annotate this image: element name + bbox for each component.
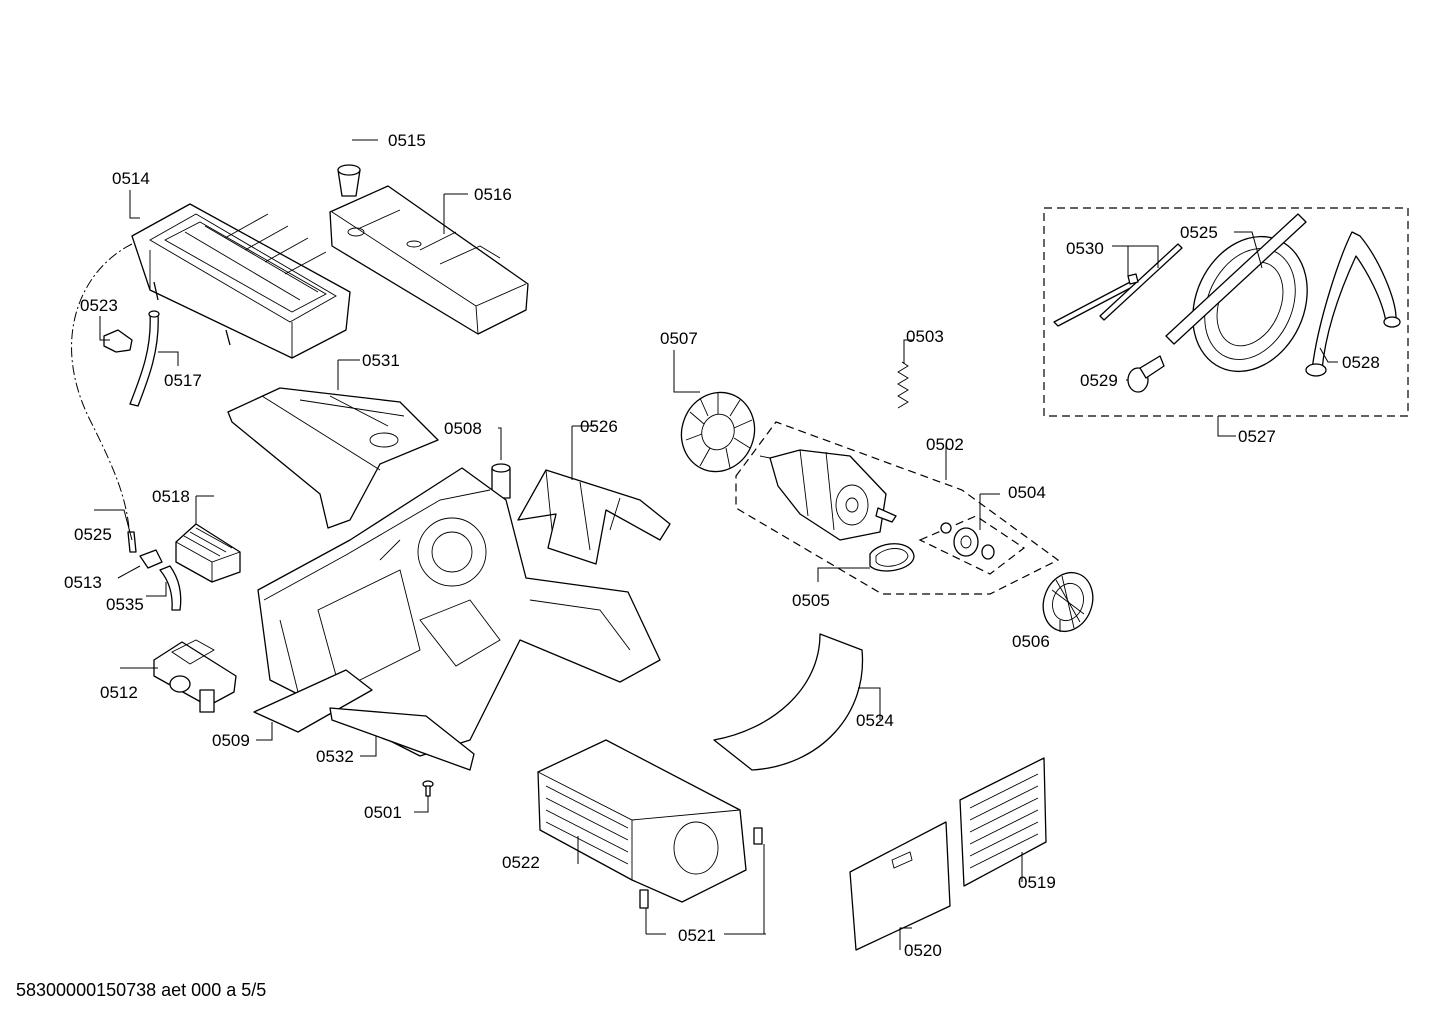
part-0518-box[interactable] — [175, 523, 241, 583]
part-labels: 0514 0515 0516 0523 0517 0531 0508 0526 … — [64, 131, 1380, 960]
label-0506: 0506 — [1012, 632, 1050, 651]
label-0521: 0521 — [678, 926, 716, 945]
part-0535-hose[interactable] — [159, 565, 182, 611]
part-0516-container[interactable] — [329, 185, 529, 335]
part-0531-duct[interactable] — [227, 387, 439, 529]
label-0529: 0529 — [1080, 371, 1118, 390]
part-0521-screws[interactable] — [639, 827, 763, 909]
label-0507: 0507 — [660, 329, 698, 348]
label-0518: 0518 — [152, 487, 190, 506]
part-0505-belt[interactable] — [869, 543, 915, 572]
label-0535: 0535 — [106, 595, 144, 614]
part-0525-kit-hose[interactable] — [1165, 213, 1329, 390]
part-0529-fitting[interactable] — [1127, 355, 1165, 393]
label-0504: 0504 — [1008, 483, 1046, 502]
document-id: 58300000150738 aet 000 a 5/5 — [16, 980, 267, 1000]
label-0531: 0531 — [362, 351, 400, 370]
part-0528-clamp[interactable] — [1305, 231, 1401, 377]
part-0504-pulley[interactable] — [940, 522, 995, 560]
part-0532-grille[interactable] — [329, 707, 475, 771]
label-0528: 0528 — [1342, 353, 1380, 372]
part-0523-clip[interactable] — [103, 329, 133, 353]
group-0504-outline — [918, 515, 1026, 575]
part-0512-pump[interactable] — [153, 639, 237, 713]
label-0515: 0515 — [388, 131, 426, 150]
label-0524: 0524 — [856, 711, 894, 730]
group-0502-outline — [735, 421, 1060, 595]
part-0522-heat-exchanger[interactable] — [537, 739, 747, 903]
label-0523: 0523 — [80, 296, 118, 315]
part-0524-seal[interactable] — [713, 633, 864, 771]
part-0520-cover[interactable] — [849, 821, 951, 951]
part-0508-capacitor[interactable] — [491, 463, 511, 499]
label-0514: 0514 — [112, 169, 150, 188]
part-0514-housing[interactable] — [131, 203, 351, 359]
label-0519: 0519 — [1018, 873, 1056, 892]
label-0516: 0516 — [474, 185, 512, 204]
part-0509-flap[interactable] — [253, 669, 373, 733]
label-0509: 0509 — [212, 731, 250, 750]
part-0530-cable-ties[interactable] — [1053, 243, 1183, 327]
label-0532: 0532 — [316, 747, 354, 766]
label-0526: 0526 — [580, 417, 618, 436]
part-0519-grille-panel[interactable] — [959, 757, 1047, 887]
label-0505: 0505 — [792, 591, 830, 610]
part-0503-spring[interactable] — [897, 361, 909, 409]
label-0517: 0517 — [164, 371, 202, 390]
label-0503: 0503 — [906, 327, 944, 346]
part-motor[interactable] — [759, 449, 897, 541]
leader-lines — [94, 139, 1338, 950]
part-0507-fan-wheel[interactable] — [670, 382, 765, 482]
part-0525-connector[interactable] — [127, 531, 137, 553]
part-0513-connector[interactable] — [139, 549, 163, 569]
part-0526-shell[interactable] — [517, 469, 671, 565]
part-0517-hose[interactable] — [129, 310, 160, 407]
part-0506-fan[interactable] — [1035, 566, 1101, 639]
part-0501-screw[interactable] — [422, 780, 434, 797]
label-0508: 0508 — [444, 419, 482, 438]
label-0525: 0525 — [74, 525, 112, 544]
label-0522: 0522 — [502, 853, 540, 872]
label-0513: 0513 — [64, 573, 102, 592]
label-0527: 0527 — [1238, 427, 1276, 446]
label-0501: 0501 — [364, 803, 402, 822]
label-0512: 0512 — [100, 683, 138, 702]
label-0502: 0502 — [926, 435, 964, 454]
label-0525-kit: 0525 — [1180, 223, 1218, 242]
group-0527-kit-outline — [1043, 207, 1409, 417]
part-0515-cup[interactable] — [337, 164, 361, 197]
label-0520: 0520 — [904, 941, 942, 960]
part-0525-wire — [71, 243, 133, 541]
label-0530: 0530 — [1066, 239, 1104, 258]
